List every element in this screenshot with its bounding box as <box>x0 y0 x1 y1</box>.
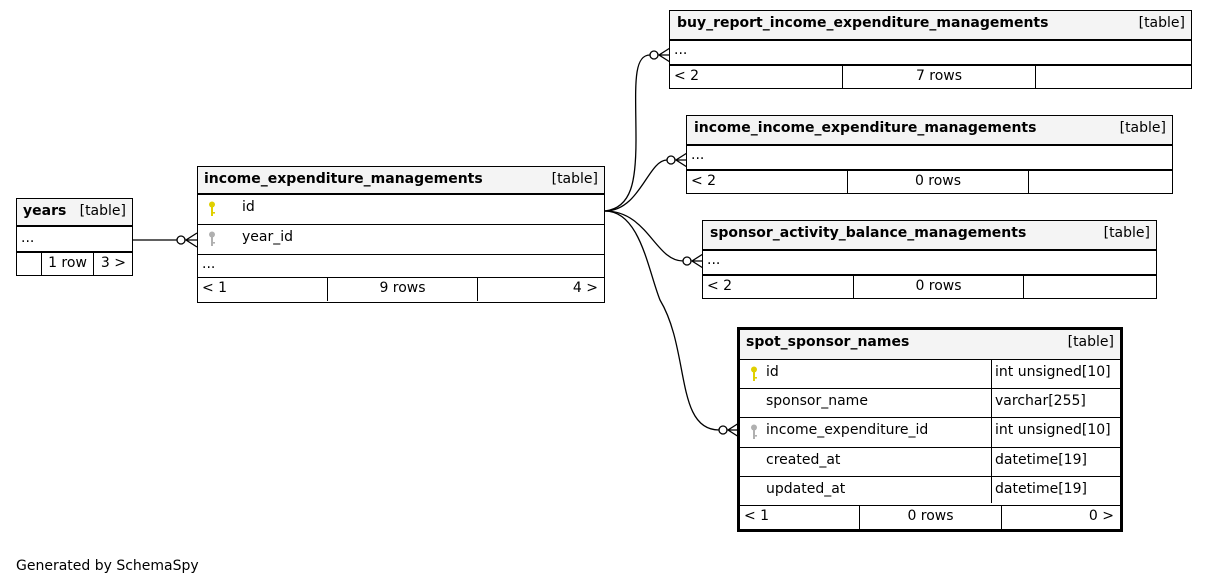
table-buy-report-income-expenditure-managements[interactable]: buy_report_income_expenditure_management… <box>669 10 1192 89</box>
table-footer: < 2 0 rows <box>703 276 1156 299</box>
column-row: sponsor_name varchar[255] <box>740 389 1120 418</box>
column-type: int unsigned[10] <box>995 422 1111 438</box>
table-name[interactable]: income_expenditure_managements <box>204 171 483 187</box>
table-kind: [table] <box>1067 334 1114 350</box>
zero-or-many-marker <box>718 425 728 435</box>
table-name[interactable]: sponsor_activity_balance_managements <box>710 225 1027 241</box>
footer-rows: 0 rows <box>854 276 1024 299</box>
table-header: sponsor_activity_balance_managements [ta… <box>703 221 1156 251</box>
column-name: id <box>242 199 255 215</box>
table-kind: [table] <box>1119 120 1166 136</box>
relationship-iem-to-sponsor-activity <box>604 210 684 262</box>
column-row: id int unsigned[10] <box>740 360 1120 389</box>
footer-children <box>1036 66 1191 89</box>
footer-parents: < 1 <box>740 506 860 529</box>
foreign-key-icon <box>751 424 757 439</box>
column-row: income_expenditure_id int unsigned[10] <box>740 418 1120 448</box>
ellipsis-text: ... <box>707 252 721 268</box>
column-name: year_id <box>242 229 294 245</box>
table-footer: < 2 7 rows <box>670 66 1191 89</box>
ellipsis-text: ... <box>202 256 216 272</box>
table-years[interactable]: years [table] ... 1 row 3 > <box>16 198 133 276</box>
table-footer: < 1 9 rows 4 > <box>198 278 604 301</box>
table-footer: < 2 0 rows <box>687 171 1172 194</box>
table-income-expenditure-managements[interactable]: income_expenditure_managements [table] i… <box>197 166 605 303</box>
footer-children: 4 > <box>572 280 598 296</box>
crow-foot-marker <box>184 232 198 248</box>
relationship-iem-to-buy-report <box>604 54 651 212</box>
table-kind: [table] <box>1103 225 1150 241</box>
column-type: int unsigned[10] <box>995 364 1111 380</box>
column-name: sponsor_name <box>766 393 868 409</box>
footer-children: 0 > <box>1088 508 1114 524</box>
footer-parents: < 2 <box>687 171 848 194</box>
column-row: year_id <box>198 225 604 255</box>
table-name[interactable]: buy_report_income_expenditure_management… <box>677 15 1049 31</box>
table-kind: [table] <box>79 203 126 219</box>
table-sponsor-activity-balance-managements[interactable]: sponsor_activity_balance_managements [ta… <box>702 220 1157 299</box>
crow-foot-marker <box>690 253 704 269</box>
footer-children: 3 > <box>100 255 126 271</box>
table-header: income_expenditure_managements [table] <box>198 167 604 195</box>
table-kind: [table] <box>1138 15 1185 31</box>
table-footer: < 1 0 rows 0 > <box>740 506 1120 529</box>
footer-children <box>1029 171 1172 194</box>
column-divider <box>991 360 992 503</box>
ellipsis-text: ... <box>691 147 705 163</box>
table-spot-sponsor-names[interactable]: spot_sponsor_names [table] id int unsign… <box>737 327 1123 532</box>
relationship-iem-to-income-income <box>604 159 668 212</box>
column-name: id <box>766 364 779 380</box>
crow-foot-marker <box>674 152 688 168</box>
column-type: datetime[19] <box>995 452 1087 468</box>
table-name[interactable]: years <box>23 203 67 219</box>
column-name: created_at <box>766 452 841 468</box>
primary-key-icon <box>751 366 757 381</box>
table-footer: 1 row 3 > <box>17 253 132 276</box>
zero-or-many-marker <box>666 155 676 165</box>
table-header: spot_sponsor_names [table] <box>740 330 1120 360</box>
table-name[interactable]: spot_sponsor_names <box>746 334 910 350</box>
footer-rows: 7 rows <box>843 66 1036 89</box>
table-header: buy_report_income_expenditure_management… <box>670 11 1191 41</box>
column-row: updated_at datetime[19] <box>740 477 1120 506</box>
generated-by-caption: Generated by SchemaSpy <box>16 558 199 574</box>
footer-parents: < 1 <box>198 278 328 301</box>
footer-children <box>1024 276 1156 299</box>
table-income-income-expenditure-managements[interactable]: income_income_expenditure_managements [t… <box>686 115 1173 194</box>
ellipsis-row: ... <box>703 251 1156 276</box>
table-name[interactable]: income_income_expenditure_managements <box>694 120 1037 136</box>
ellipsis-row: ... <box>198 255 604 278</box>
column-name: updated_at <box>766 481 846 497</box>
crow-foot-marker <box>657 47 671 63</box>
column-type: varchar[255] <box>995 393 1086 409</box>
ellipsis-text: ... <box>674 42 688 58</box>
footer-rows: 0 rows <box>860 506 1002 529</box>
footer-parents: < 2 <box>670 66 843 89</box>
footer-parents: < 2 <box>703 276 854 299</box>
footer-rows: 1 row <box>42 253 94 276</box>
table-kind: [table] <box>551 171 598 187</box>
column-type: datetime[19] <box>995 481 1087 497</box>
zero-or-many-marker <box>176 235 186 245</box>
column-name: income_expenditure_id <box>766 422 929 438</box>
ellipsis-row: ... <box>687 146 1172 171</box>
ellipsis-row: ... <box>17 227 132 253</box>
ellipsis-text: ... <box>21 230 35 246</box>
footer-rows: 0 rows <box>848 171 1029 194</box>
zero-or-many-marker <box>682 256 692 266</box>
table-header: years [table] <box>17 199 132 227</box>
zero-or-many-marker <box>649 50 659 60</box>
foreign-key-icon <box>209 231 215 246</box>
footer-rows: 9 rows <box>328 278 478 301</box>
relationship-iem-to-spot-sponsor <box>604 210 720 431</box>
footer-parents <box>17 253 42 276</box>
primary-key-icon <box>209 201 215 216</box>
column-row: id <box>198 195 604 225</box>
column-row: created_at datetime[19] <box>740 448 1120 477</box>
ellipsis-row: ... <box>670 41 1191 66</box>
table-header: income_income_expenditure_managements [t… <box>687 116 1172 146</box>
